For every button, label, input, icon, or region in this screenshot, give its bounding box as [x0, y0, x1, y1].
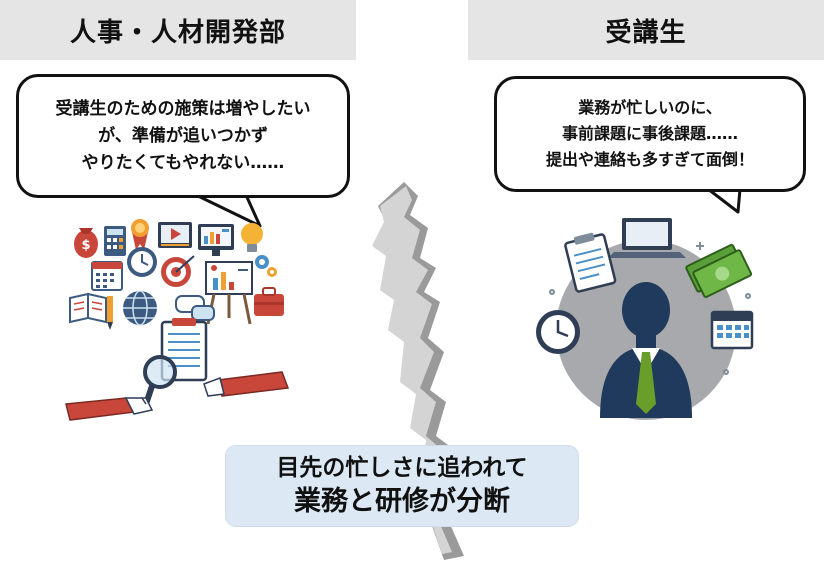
money-bag-icon: $	[74, 228, 98, 258]
callout-line-2: 業務と研修が分断	[294, 486, 510, 517]
header-trainees: 受講生	[468, 0, 824, 60]
target-icon	[161, 255, 195, 287]
speech-bubble-trainee: 業務が忙しいのに、 事前課題に事後課題…… 提出や連絡も多すぎて面倒！	[494, 76, 806, 192]
hand-icon	[65, 397, 154, 421]
header-hr-department: 人事・人材開発部	[0, 0, 356, 60]
bubble-trainee-line-2: 事前課題に事後課題……	[561, 124, 738, 143]
chat-bubbles-icon	[175, 295, 215, 321]
conclusion-callout: 目先の忙しさに追われて 業務と研修が分断	[226, 446, 578, 526]
bubble-trainee-line-3: 提出や連絡も多すぎて面倒！	[545, 150, 754, 169]
magnifier-icon	[143, 355, 177, 407]
cash-icon	[685, 243, 753, 298]
monitor-chart-icon	[198, 224, 234, 256]
callout-line-1: 目先の忙しさに追われて	[276, 455, 528, 481]
clock-icon	[536, 310, 580, 354]
svg-text:$: $	[81, 238, 90, 253]
calendar-icon	[91, 261, 123, 291]
bubble-tail-left	[194, 193, 262, 228]
calculator-icon	[104, 226, 126, 256]
speech-bubble-hr: 受講生のための施策は増やしたい が、準備が追いつかず やりたくてもやれない……	[16, 74, 350, 198]
video-player-icon	[158, 222, 192, 248]
bubble-hr-line-3: やりたくてもやれない……	[81, 152, 285, 173]
arm-icon	[203, 371, 290, 397]
businessman-icon	[600, 282, 692, 418]
book-icon	[69, 292, 107, 324]
lightbulb-icon	[241, 223, 263, 252]
clipboard-icon	[564, 232, 617, 293]
bubble-trainee-line-1: 業務が忙しいのに、	[578, 98, 722, 117]
calendar-icon	[710, 310, 754, 350]
globe-icon	[123, 290, 157, 326]
pencil-icon	[107, 296, 113, 330]
clock-icon	[127, 247, 157, 277]
briefcase-icon	[254, 287, 284, 316]
laptop-icon	[608, 218, 686, 258]
bubble-hr-line-2: が、準備が追いつかず	[98, 125, 268, 146]
gears-icon	[255, 255, 277, 277]
award-icon	[131, 219, 149, 250]
bubble-hr-line-1: 受講生のための施策は増やしたい	[55, 98, 311, 119]
presentation-board-icon	[205, 261, 253, 325]
bubble-tail-right	[706, 187, 742, 214]
